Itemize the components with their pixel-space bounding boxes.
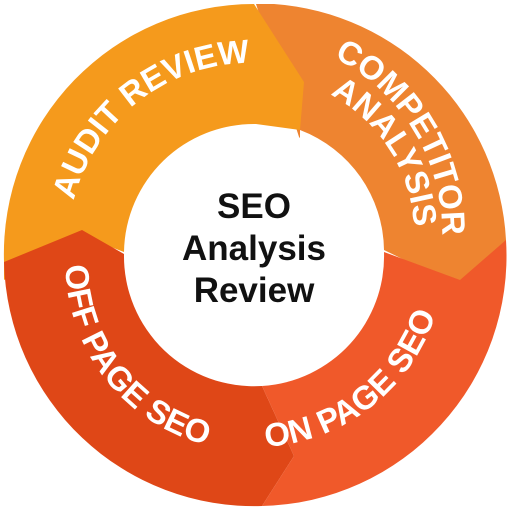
segment-audit bbox=[3, 3, 304, 280]
segment-offpage bbox=[4, 230, 294, 507]
segment-onpage bbox=[262, 240, 507, 506]
center-title-line-3: Review bbox=[194, 271, 315, 310]
center-circle bbox=[129, 129, 379, 379]
segment-competitor bbox=[256, 4, 506, 286]
center-title-line-2: Analysis bbox=[182, 229, 326, 268]
center-title-line-1: SEO bbox=[217, 187, 291, 226]
